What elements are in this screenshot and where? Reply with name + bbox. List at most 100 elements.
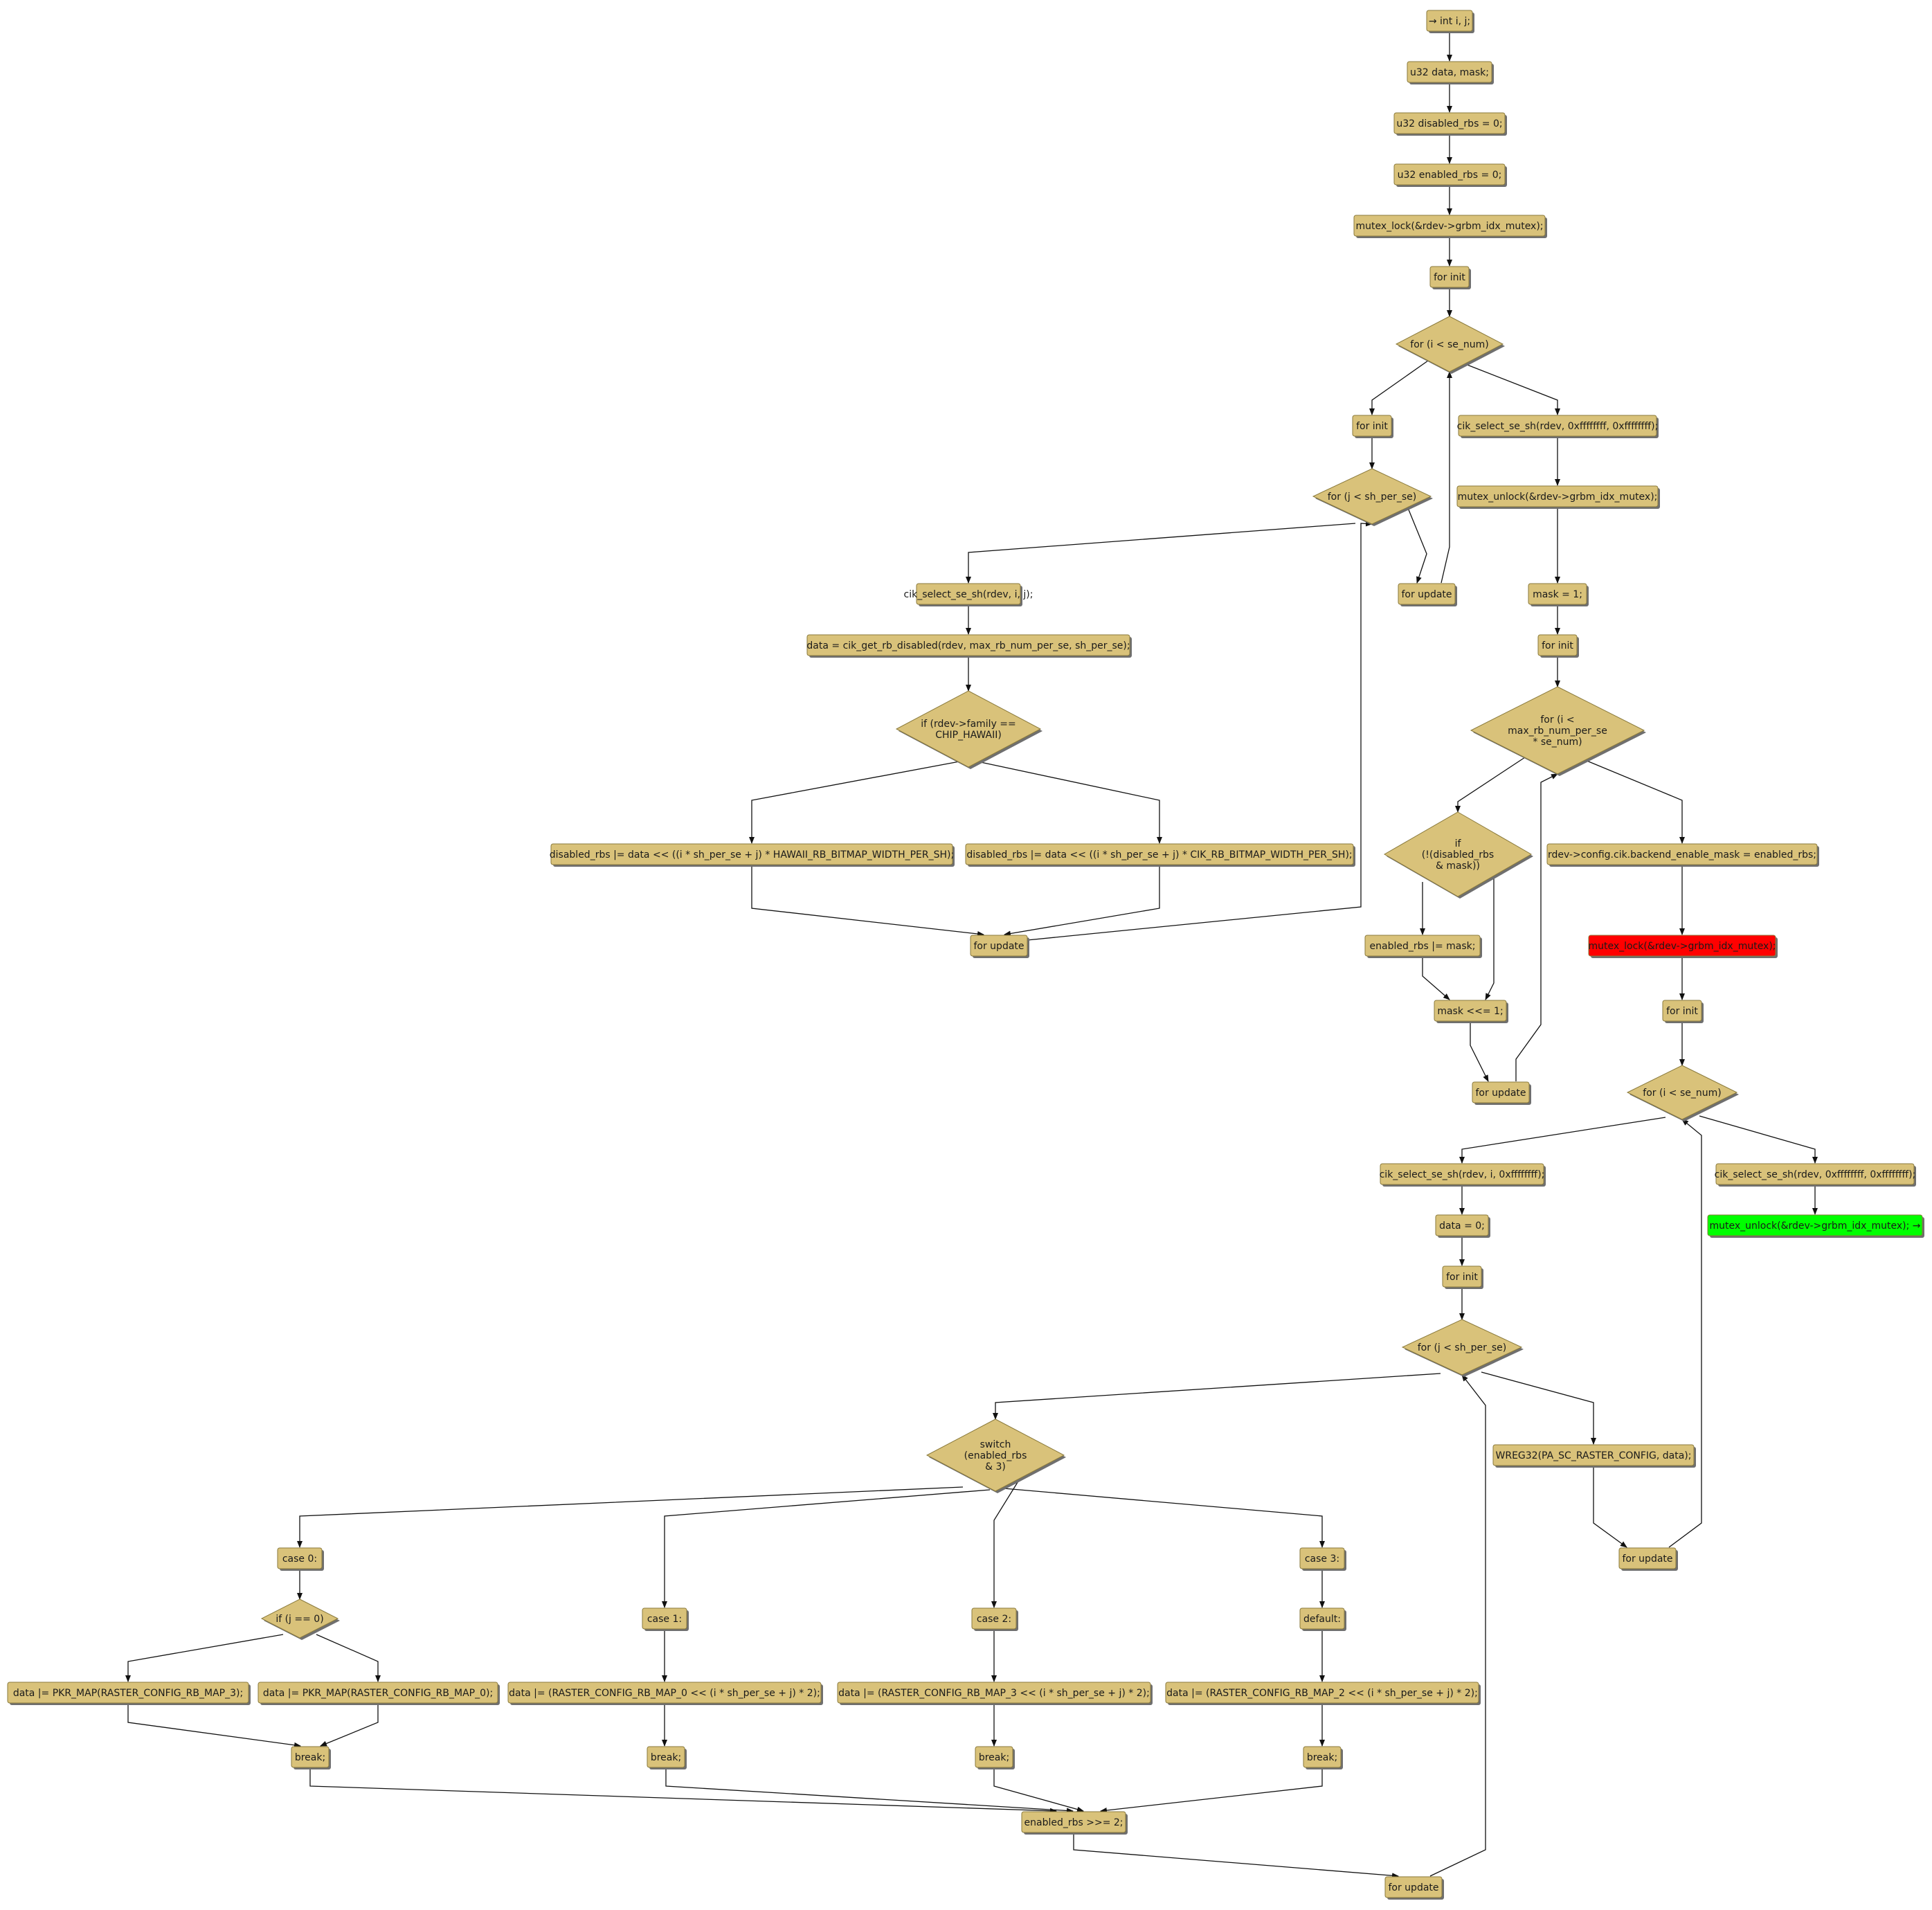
statement-node: → int i, j; bbox=[1426, 10, 1474, 33]
node-box bbox=[550, 843, 953, 865]
node-label: disabled_rbs |= data << ((i * sh_per_se … bbox=[966, 849, 1352, 861]
node-box bbox=[1429, 266, 1470, 288]
statement-node: for init bbox=[1662, 1000, 1704, 1023]
node-box bbox=[1021, 1811, 1126, 1833]
node-diamond bbox=[895, 690, 1042, 768]
node-label: case 0: bbox=[282, 1553, 317, 1565]
node-box bbox=[258, 1682, 498, 1704]
node-box bbox=[1407, 61, 1492, 83]
decision-node: for (j < sh_per_se) bbox=[1401, 1319, 1524, 1377]
edge-arrow bbox=[1699, 1115, 1818, 1164]
statement-node: for init bbox=[1442, 1265, 1483, 1289]
node-label: data |= (RASTER_CONFIG_RB_MAP_2 << (i * … bbox=[1166, 1688, 1478, 1699]
node-diamond bbox=[1626, 1065, 1738, 1120]
node-box bbox=[1528, 583, 1587, 605]
statement-node: cik_select_se_sh(rdev, i, 0xffffffff); bbox=[1380, 1163, 1546, 1187]
node-label: if (j == 0) bbox=[276, 1614, 323, 1625]
highlight-end-node: mutex_unlock(&rdev->grbm_idx_mutex); → bbox=[1707, 1214, 1924, 1238]
statement-node: data |= PKR_MAP(RASTER_CONFIG_RB_MAP_0); bbox=[258, 1682, 500, 1705]
statement-node: rdev->config.cik.backend_enable_mask = e… bbox=[1546, 843, 1819, 867]
node-label: mutex_unlock(&rdev->grbm_idx_mutex); → bbox=[1710, 1220, 1921, 1232]
node-box bbox=[837, 1682, 1151, 1704]
edge-arrow bbox=[1515, 773, 1558, 1081]
node-label: for init bbox=[1666, 1006, 1698, 1017]
edge-arrow bbox=[1481, 1371, 1596, 1445]
node-box bbox=[916, 583, 1021, 605]
statement-node: break; bbox=[647, 1746, 687, 1769]
edge-arrow bbox=[749, 761, 960, 844]
node-box bbox=[975, 1746, 1013, 1768]
node-label: for update bbox=[1622, 1553, 1672, 1565]
decision-node: if(!(disabled_rbs& mask)) bbox=[1383, 811, 1533, 899]
statement-node: disabled_rbs |= data << ((i * sh_per_se … bbox=[550, 843, 955, 867]
statement-node: mask <<= 1; bbox=[1434, 1000, 1508, 1023]
decision-node: for (j < sh_per_se) bbox=[1312, 468, 1433, 526]
node-label: for (i < se_num) bbox=[1643, 1088, 1721, 1099]
node-box bbox=[1442, 1265, 1482, 1288]
statement-node: case 0: bbox=[277, 1547, 324, 1571]
node-box bbox=[1393, 163, 1506, 186]
statement-node: enabled_rbs >>= 2; bbox=[1021, 1811, 1128, 1835]
edge-arrow bbox=[966, 523, 1356, 584]
node-label: data |= PKR_MAP(RASTER_CONFIG_RB_MAP_0); bbox=[263, 1688, 493, 1699]
node-box bbox=[1662, 1000, 1702, 1022]
node-label: break; bbox=[295, 1752, 325, 1763]
node-label: u32 disabled_rbs = 0; bbox=[1396, 118, 1502, 129]
node-box bbox=[1588, 935, 1776, 957]
node-label: → int i, j; bbox=[1429, 16, 1470, 27]
edge-arrow bbox=[1100, 1768, 1323, 1813]
statement-node: enabled_rbs |= mask; bbox=[1364, 935, 1482, 958]
node-box bbox=[1364, 935, 1481, 957]
node-label: if(!(disabled_rbs& mask)) bbox=[1422, 838, 1494, 872]
node-label: switch(enabled_rbs& 3) bbox=[964, 1439, 1027, 1472]
statement-node: for update bbox=[1472, 1081, 1531, 1105]
statement-node: for update bbox=[1384, 1876, 1444, 1900]
statement-node: default: bbox=[1299, 1607, 1346, 1631]
node-label: cik_select_se_sh(rdev, 0xffffffff, 0xfff… bbox=[1715, 1169, 1916, 1180]
node-label: for update bbox=[1401, 589, 1452, 600]
statement-node: data = 0; bbox=[1435, 1214, 1490, 1238]
node-box bbox=[1492, 1444, 1695, 1466]
node-box bbox=[1537, 634, 1578, 656]
statement-node: case 2: bbox=[971, 1607, 1018, 1631]
node-diamond bbox=[1383, 811, 1533, 897]
node-label: case 3: bbox=[1305, 1553, 1339, 1565]
edge-arrow bbox=[1422, 957, 1450, 1000]
edge-arrow bbox=[665, 1768, 1074, 1814]
edge-arrow bbox=[1668, 1119, 1702, 1548]
edge-arrow bbox=[1459, 1117, 1666, 1164]
edge-arrow bbox=[991, 1479, 1020, 1608]
edge-arrow bbox=[993, 1373, 1441, 1420]
statement-node: for update bbox=[970, 935, 1029, 958]
statement-node: break; bbox=[975, 1746, 1015, 1769]
statement-node: cik_select_se_sh(rdev, 0xffffffff, 0xfff… bbox=[1715, 1163, 1916, 1187]
node-label: for (j < sh_per_se) bbox=[1328, 492, 1416, 503]
statement-node: mutex_unlock(&rdev->grbm_idx_mutex); bbox=[1456, 485, 1660, 509]
statement-node: for init bbox=[1429, 266, 1471, 289]
node-label: mutex_unlock(&rdev->grbm_idx_mutex); bbox=[1458, 492, 1658, 503]
node-box bbox=[1435, 1214, 1489, 1236]
node-diamond bbox=[926, 1418, 1065, 1492]
statement-node: WREG32(PA_SC_RASTER_CONFIG, data); bbox=[1492, 1444, 1696, 1468]
node-box bbox=[507, 1682, 822, 1704]
edge-arrow bbox=[1470, 1022, 1489, 1082]
edge-arrow bbox=[1369, 360, 1429, 415]
node-box bbox=[1472, 1081, 1530, 1103]
statement-node: data |= (RASTER_CONFIG_RB_MAP_2 << (i * … bbox=[1165, 1682, 1481, 1705]
node-label: cik_select_se_sh(rdev, i, 0xffffffff); bbox=[1380, 1169, 1545, 1180]
edge-arrow bbox=[1441, 371, 1452, 584]
statement-node: u32 data, mask; bbox=[1407, 61, 1494, 84]
decision-node: if (rdev->family ==CHIP_HAWAII) bbox=[895, 690, 1042, 769]
node-box bbox=[7, 1682, 249, 1704]
edge-arrow bbox=[297, 1486, 964, 1548]
edge-arrow bbox=[1455, 757, 1526, 813]
node-label: mask <<= 1; bbox=[1437, 1006, 1503, 1017]
statement-node: for init bbox=[1352, 415, 1393, 438]
edge-arrow bbox=[309, 1768, 1057, 1814]
nodes-layer: → int i, j; u32 data, mask; u32 disabled_r… bbox=[7, 10, 1924, 1900]
node-box bbox=[1384, 1876, 1443, 1898]
node-label: u32 enabled_rbs = 0; bbox=[1398, 170, 1502, 181]
node-box bbox=[1618, 1547, 1677, 1569]
node-label: break; bbox=[979, 1752, 1009, 1763]
node-label: u32 data, mask; bbox=[1410, 67, 1489, 78]
